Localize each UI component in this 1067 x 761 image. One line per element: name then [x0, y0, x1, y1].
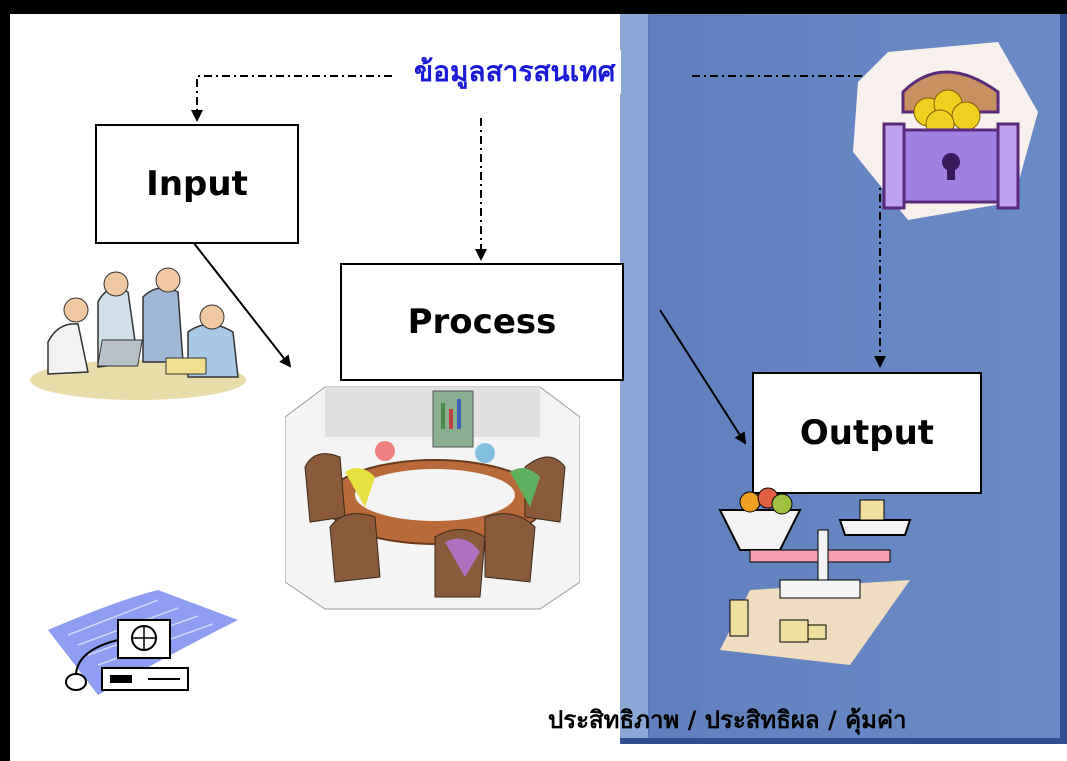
process-box: Process — [340, 263, 624, 381]
weighing-scale-clipart — [718, 487, 912, 665]
input-to-process-arrow — [192, 241, 292, 368]
panel-light-edge — [620, 0, 648, 742]
output-label: Output — [799, 413, 935, 453]
footer-criteria-text: ประสิทธิภาพ / ประสิทธิผล / คุ้มค่า — [548, 706, 907, 734]
info-to-input-connector — [191, 75, 392, 122]
frame-top-border — [0, 0, 1067, 14]
process-label: Process — [407, 302, 557, 342]
input-label: Input — [146, 164, 248, 204]
people-at-computer-clipart — [30, 267, 246, 400]
meeting-room-clipart — [285, 386, 580, 610]
process-to-output-arrow — [659, 309, 747, 445]
output-box: Output — [752, 372, 982, 494]
panel-right-border — [1060, 0, 1067, 744]
treasure-chest-clipart — [853, 42, 1038, 220]
panel-bottom-border — [620, 738, 1067, 744]
frame-left-border — [0, 0, 10, 761]
information-title: ข้อมูลสารสนเทศ — [408, 50, 622, 94]
input-box: Input — [95, 124, 299, 244]
computer-icon — [48, 590, 238, 695]
